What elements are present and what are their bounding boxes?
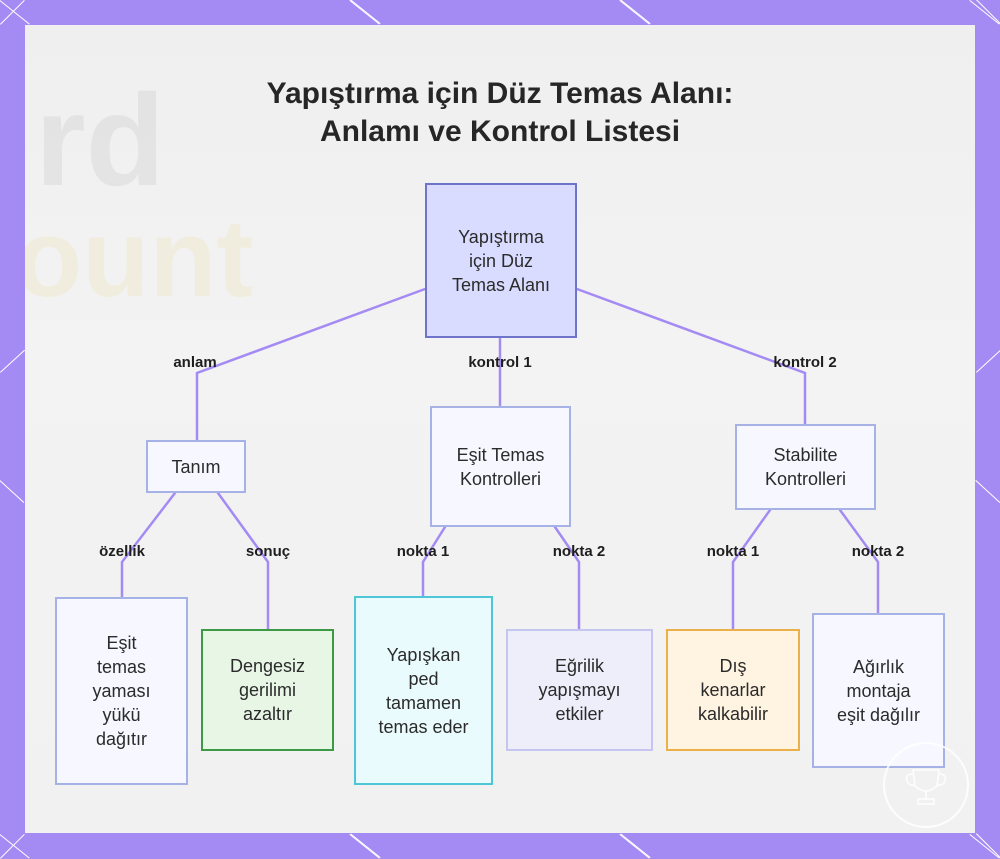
trophy-badge-icon xyxy=(883,742,969,828)
node-agirlik-label: Ağırlık montaja eşit dağılır xyxy=(831,655,926,727)
node-yuk: Eşit temas yaması yükü dağıtır xyxy=(55,597,188,785)
edge-label-nokta-2-esit: nokta 2 xyxy=(553,543,606,560)
edge-label-kontrol-1: kontrol 1 xyxy=(468,354,531,371)
node-tanim-label: Tanım xyxy=(171,455,220,479)
edge-label-kontrol-2: kontrol 2 xyxy=(773,354,836,371)
node-esit-label: Eşit Temas Kontrolleri xyxy=(448,443,553,491)
node-egrilik-label: Eğrilik yapışmayı etkiler xyxy=(525,654,635,726)
edge-tanim-gerilim xyxy=(218,493,268,629)
diagram-title: Yapıştırma için Düz Temas Alanı: Anlamı … xyxy=(0,75,1000,151)
edge-label-anlam: anlam xyxy=(173,354,216,371)
node-gerilim: Dengesiz gerilimi azaltır xyxy=(201,629,334,751)
trophy-icon xyxy=(885,744,967,826)
node-root-label: Yapıştırma için Düz Temas Alanı xyxy=(446,225,556,297)
edge-root-stabilite xyxy=(577,289,805,424)
edge-esit-ped xyxy=(423,527,445,596)
title-line-2: Anlamı ve Kontrol Listesi xyxy=(0,113,1000,151)
node-gerilim-label: Dengesiz gerilimi azaltır xyxy=(220,654,315,726)
node-ped: Yapışkan ped tamamen temas eder xyxy=(354,596,493,785)
node-tanim: Tanım xyxy=(146,440,246,493)
edge-label-ozellik: özellik xyxy=(99,543,145,560)
node-egrilik: Eğrilik yapışmayı etkiler xyxy=(506,629,653,751)
edge-root-tanim xyxy=(197,289,425,440)
node-yuk-label: Eşit temas yaması yükü dağıtır xyxy=(82,631,162,751)
edge-stab-agirlik xyxy=(840,510,878,613)
node-kenar-label: Dış kenarlar kalkabilir xyxy=(686,654,781,726)
edge-stab-kenar xyxy=(733,510,770,629)
edge-label-sonuc: sonuç xyxy=(246,543,290,560)
edge-label-nokta-1-stab: nokta 1 xyxy=(707,543,760,560)
node-stabilite-label: Stabilite Kontrolleri xyxy=(756,443,856,491)
node-ped-label: Yapışkan ped tamamen temas eder xyxy=(376,643,471,739)
edge-label-nokta-2-stab: nokta 2 xyxy=(852,543,905,560)
node-esit-temas: Eşit Temas Kontrolleri xyxy=(430,406,571,527)
title-line-1: Yapıştırma için Düz Temas Alanı: xyxy=(0,75,1000,113)
node-stabilite: Stabilite Kontrolleri xyxy=(735,424,876,510)
node-root: Yapıştırma için Düz Temas Alanı xyxy=(425,183,577,338)
edge-label-nokta-1-esit: nokta 1 xyxy=(397,543,450,560)
node-kenar: Dış kenarlar kalkabilir xyxy=(666,629,800,751)
